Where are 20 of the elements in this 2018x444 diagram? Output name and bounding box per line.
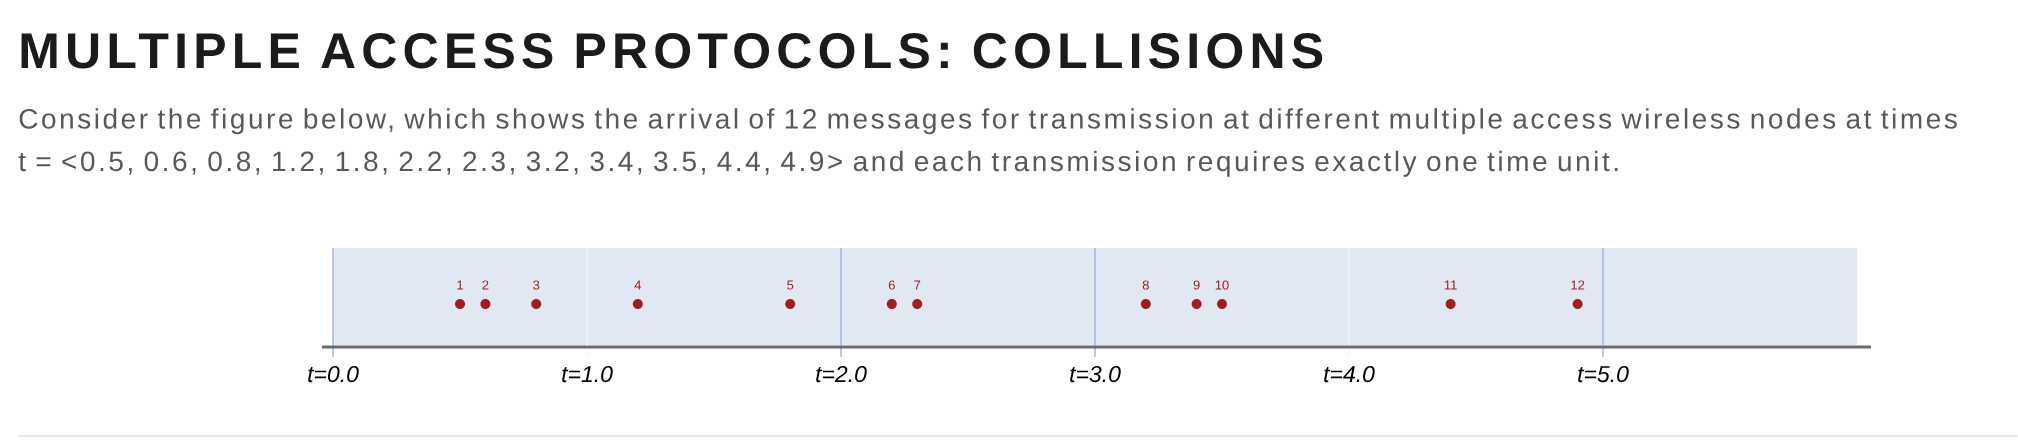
message-number: 11 xyxy=(1444,280,1457,290)
message-number: 4 xyxy=(634,280,642,290)
message-number: 1 xyxy=(457,280,463,290)
message-number: 5 xyxy=(787,280,794,290)
tick-label: t=0.0 xyxy=(308,365,359,383)
message-number: 7 xyxy=(914,280,921,290)
tick-label: t=3.0 xyxy=(1070,365,1121,383)
message-number: 12 xyxy=(1571,280,1585,290)
tick-label: t=4.0 xyxy=(1324,365,1375,383)
message-number: 2 xyxy=(482,280,489,290)
title: MULTIPLE ACCESS PROTOCOLS: COLLISIONS xyxy=(21,33,1323,69)
message-number: 9 xyxy=(1193,280,1200,290)
tick-label: t=5.0 xyxy=(1578,365,1629,383)
tick-label: t=2.0 xyxy=(816,365,867,383)
message-number: 3 xyxy=(533,280,540,290)
message-number: 6 xyxy=(888,280,895,290)
paragraph: Consider the figure below, which shows the arrival of 12 messages for transmission at different multiple access wireless nodes at times t = <0.5, 0.6, 0.8, 1.2, 1.8, 2.2, 2.3, 3.2, 3.4, 3.5, 4.4, 4.9> and each transmission requires exactly one time unit. xyxy=(18,108,1957,177)
message-number: 10 xyxy=(1215,280,1229,290)
message-number: 8 xyxy=(1142,280,1149,290)
tick-label: t=1.0 xyxy=(562,365,613,383)
